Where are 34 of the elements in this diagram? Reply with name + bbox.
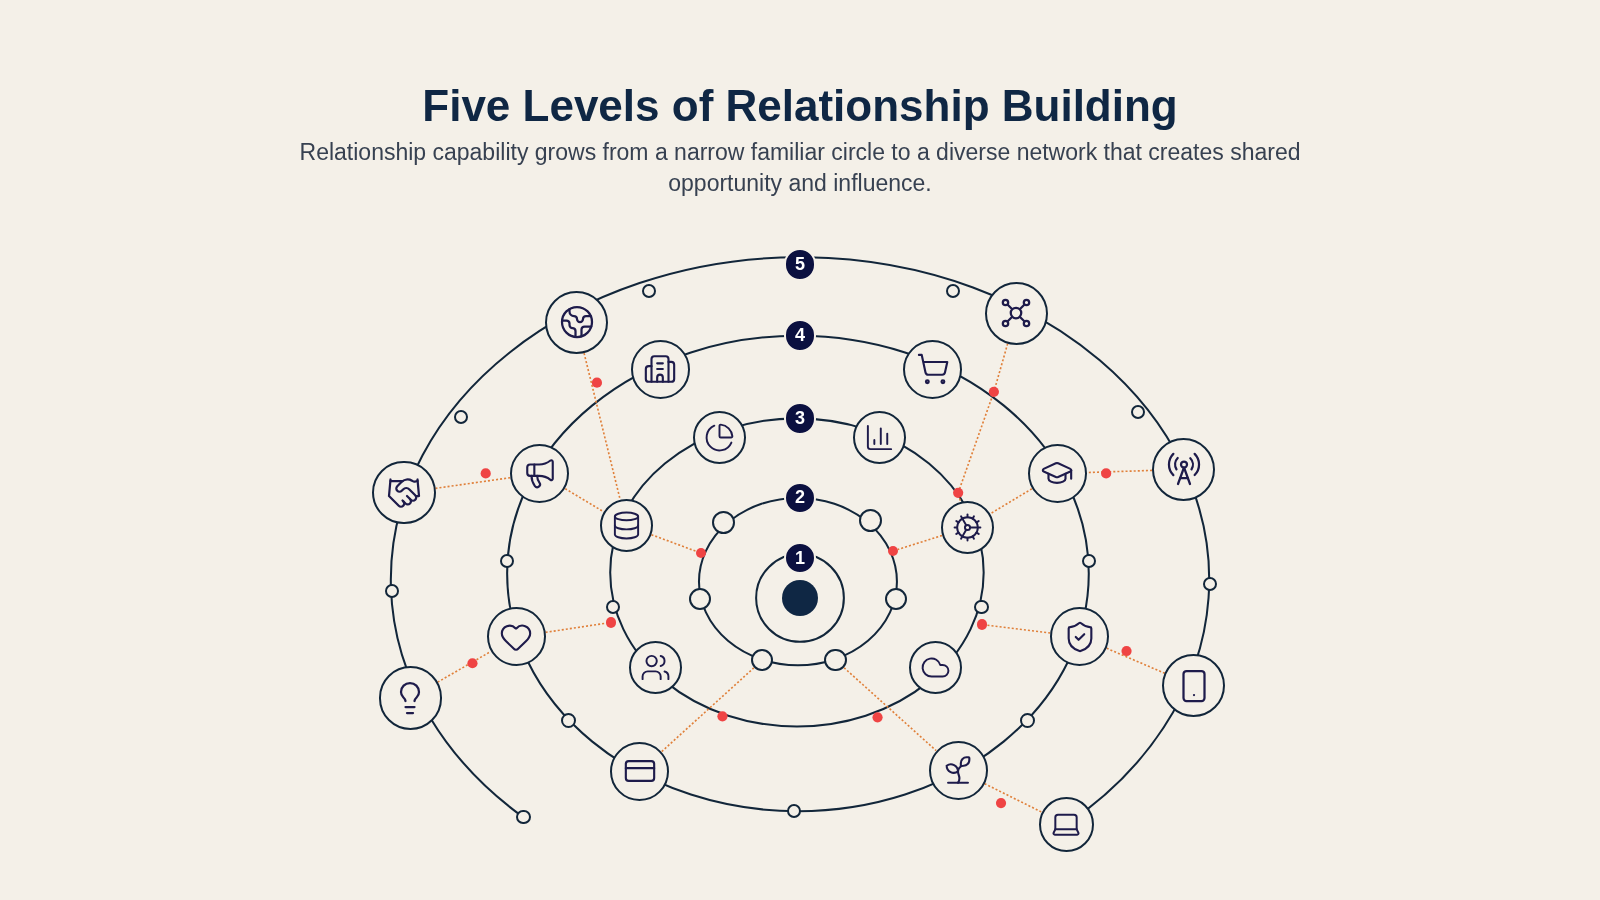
ring-node (1130, 405, 1145, 420)
level-badge: 4 (783, 319, 817, 352)
title: Five Levels of Relationship Building (422, 80, 1178, 132)
dotted-connector (957, 342, 1009, 503)
dotted-connector (564, 487, 605, 513)
level-badge: 3 (783, 402, 817, 435)
ring-node (454, 410, 469, 425)
ring-node (751, 648, 774, 672)
ring-node (712, 511, 735, 534)
ring-node (641, 283, 657, 298)
level-badge: 5 (783, 247, 817, 281)
ring-node (786, 804, 801, 819)
ring-node (945, 283, 961, 298)
dotted-connector (434, 476, 512, 490)
ring-node (606, 600, 621, 615)
ring-node (561, 713, 576, 728)
level-badge: 2 (783, 481, 817, 515)
ring-node (824, 648, 847, 672)
ring-node (1203, 576, 1218, 591)
ring-node (884, 587, 908, 611)
ring-node (1081, 554, 1096, 569)
ring-node (500, 554, 515, 569)
ring-node (1020, 713, 1035, 728)
dotted-connector (436, 650, 492, 683)
dotted-connector (983, 782, 1043, 813)
subtitle: Relationship capability grows from a narrow familiar circle to a diverse network that creates shared opportunity and influence. (298, 138, 1302, 198)
ring-node (859, 509, 882, 532)
dotted-connector (583, 352, 621, 501)
dotted-connector (985, 624, 1051, 634)
ring-node (384, 583, 399, 598)
ring-node (974, 600, 989, 615)
ring-node (516, 810, 531, 825)
ring-node (688, 587, 712, 611)
level-badge: 1 (783, 541, 817, 575)
